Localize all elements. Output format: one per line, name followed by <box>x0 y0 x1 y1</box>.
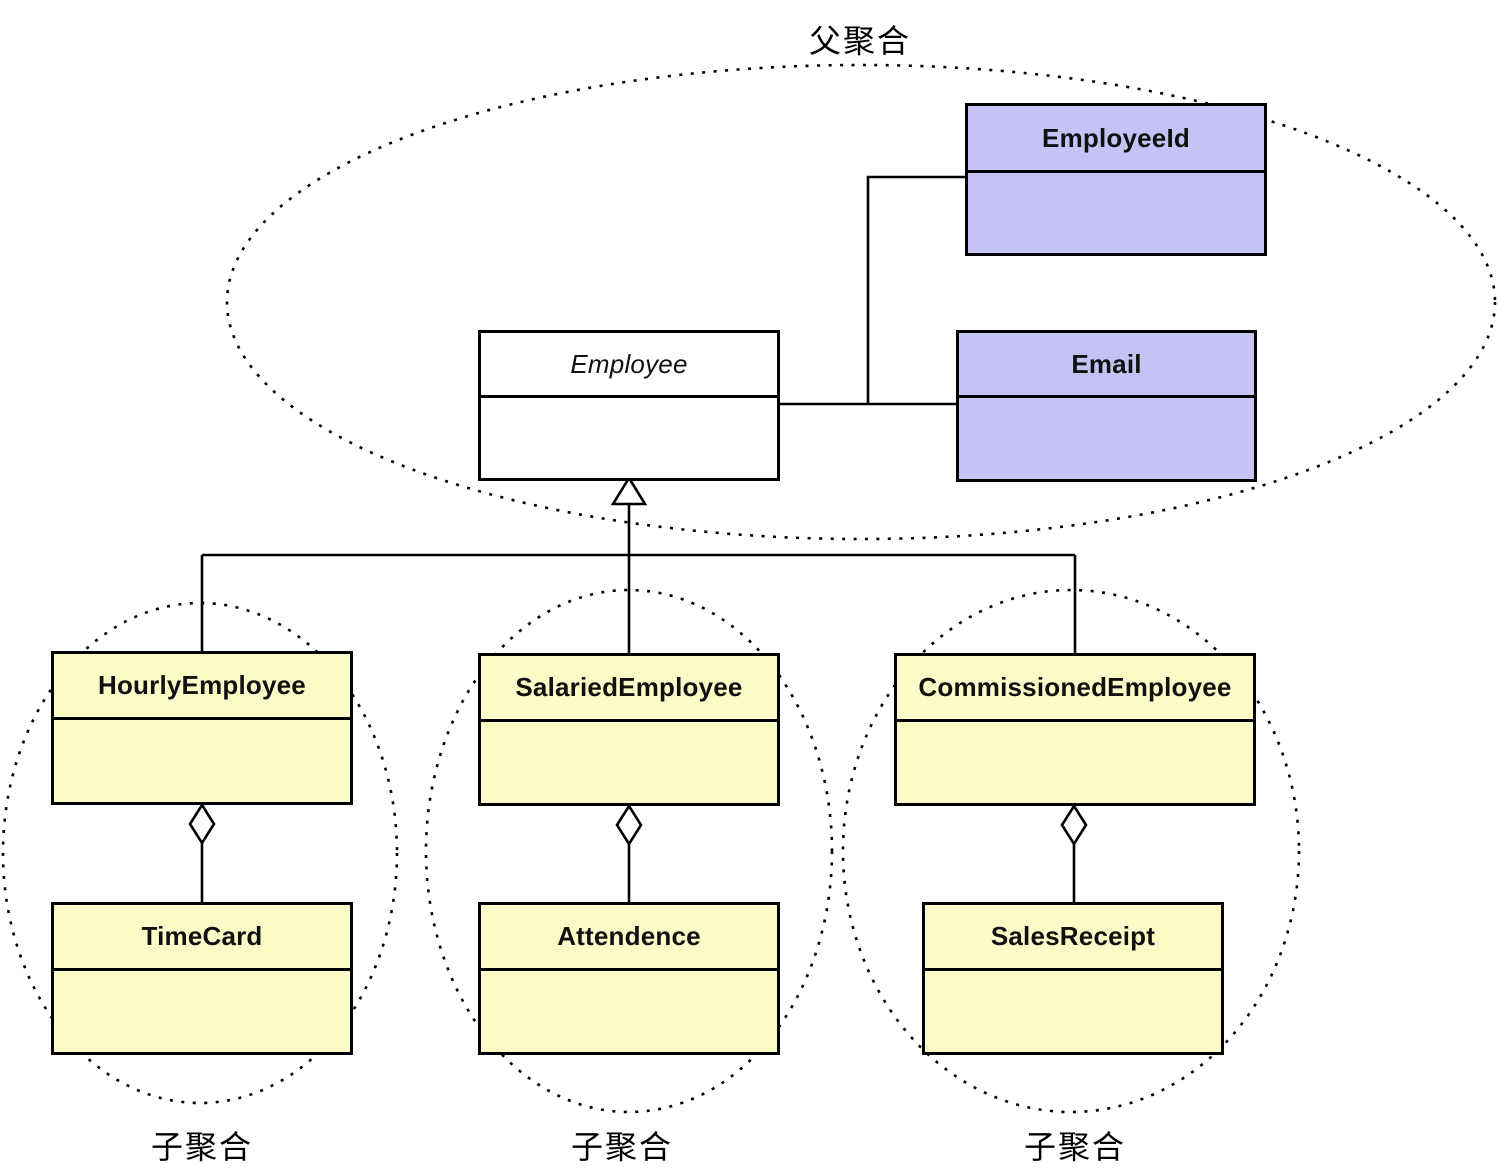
class-email-attributes <box>959 398 1254 479</box>
class-salesreceipt-attributes <box>925 971 1221 1052</box>
class-timecard-attributes <box>54 971 350 1052</box>
class-employee: Employee <box>478 330 780 481</box>
child-aggregate-ellipse-2 <box>424 588 834 1114</box>
class-attendence-name: Attendence <box>481 905 777 971</box>
child-aggregate-ellipse-3 <box>841 588 1301 1114</box>
generalization-triangle-icon <box>610 475 648 506</box>
class-employee-name: Employee <box>481 333 777 398</box>
class-commissionedemployee-name: CommissionedEmployee <box>897 656 1253 722</box>
aggregation-diamond-icon-3 <box>1060 803 1088 847</box>
aggregation-diamond-icon-1 <box>188 802 216 846</box>
child-aggregate-label-2: 子聚合 <box>570 1129 673 1165</box>
class-hourlyemployee-attributes <box>54 720 350 802</box>
class-email-name: Email <box>959 333 1254 398</box>
class-timecard-name: TimeCard <box>54 905 350 971</box>
class-salariedemployee-name: SalariedEmployee <box>481 656 777 722</box>
class-attendence-attributes <box>481 971 777 1052</box>
class-email: Email <box>956 330 1257 482</box>
class-employee-attributes <box>481 398 777 478</box>
aggregation-diamond-icon-2 <box>615 803 643 847</box>
parent-aggregate-label: 父聚合 <box>808 23 911 59</box>
class-salariedemployee: SalariedEmployee <box>478 653 780 806</box>
class-hourlyemployee-name: HourlyEmployee <box>54 654 350 720</box>
child-aggregate-label-3: 子聚合 <box>1023 1129 1126 1165</box>
class-salariedemployee-attributes <box>481 722 777 803</box>
class-attendence: Attendence <box>478 902 780 1055</box>
child-aggregate-ellipse-1 <box>1 601 399 1105</box>
class-commissionedemployee-attributes <box>897 722 1253 803</box>
class-employeeid: EmployeeId <box>965 103 1267 256</box>
class-timecard: TimeCard <box>51 902 353 1055</box>
parent-aggregate-ellipse <box>225 63 1497 541</box>
class-commissionedemployee: CommissionedEmployee <box>894 653 1256 806</box>
class-hourlyemployee: HourlyEmployee <box>51 651 353 805</box>
association-line-employeeid <box>866 175 965 404</box>
class-salesreceipt: SalesReceipt <box>922 902 1224 1055</box>
class-employeeid-attributes <box>968 173 1264 253</box>
class-salesreceipt-name: SalesReceipt <box>925 905 1221 971</box>
child-aggregate-label-1: 子聚合 <box>150 1129 253 1165</box>
class-employeeid-name: EmployeeId <box>968 106 1264 173</box>
